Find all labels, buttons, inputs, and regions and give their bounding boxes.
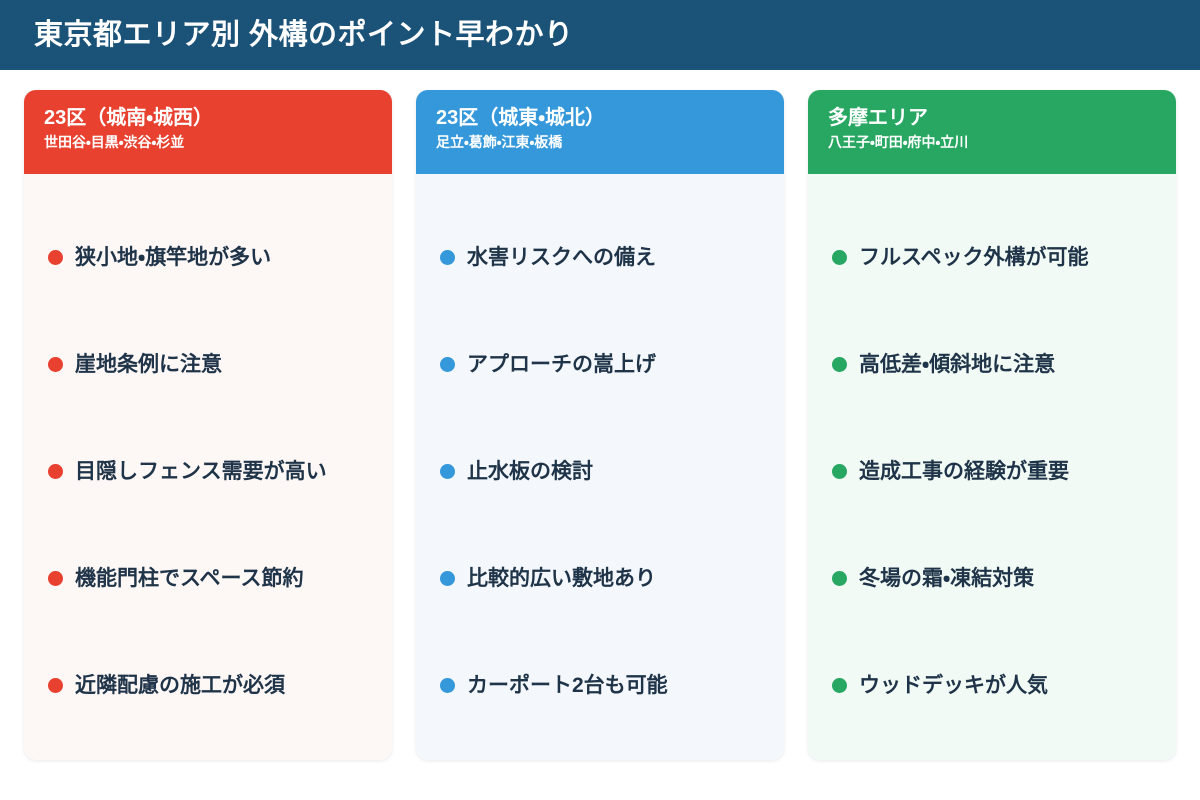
page-header: 東京都エリア別 外構のポイント早わかり bbox=[0, 0, 1200, 70]
bullet-dot-icon bbox=[440, 571, 455, 586]
bullet-dot-icon bbox=[48, 464, 63, 479]
bullet-dot-icon bbox=[48, 678, 63, 693]
list-item-label: カーポート2台も可能 bbox=[467, 673, 668, 697]
list-item: 冬場の霜・凍結対策 bbox=[826, 525, 1158, 632]
page-title: 東京都エリア別 外構のポイント早わかり bbox=[34, 18, 574, 51]
bullet-dot-icon bbox=[48, 357, 63, 372]
card-subtitle: 足立・葛飾・江東・板橋 bbox=[436, 134, 563, 150]
bullet-dot-icon bbox=[832, 464, 847, 479]
list-item-label: フルスペック外構が可能 bbox=[859, 245, 1089, 269]
card-subtitle: 八王子・町田・府中・立川 bbox=[828, 134, 969, 150]
card-title: 23区（城東・城北） bbox=[436, 107, 606, 129]
list-item: 止水板の検討 bbox=[434, 418, 766, 525]
bullet-dot-icon bbox=[48, 571, 63, 586]
list-item-label: 近隣配慮の施工が必須 bbox=[75, 673, 285, 697]
point-list: フルスペック外構が可能 高低差・傾斜地に注意 造成工事の経験が重要 冬場の霜・凍… bbox=[826, 204, 1158, 739]
list-item-label: 水害リスクへの備え bbox=[467, 245, 656, 269]
list-item: フルスペック外構が可能 bbox=[826, 204, 1158, 311]
card-title: 23区（城南・城西） bbox=[44, 107, 214, 129]
card-body: 狭小地・旗竿地が多い 崖地条例に注意 目隠しフェンス需要が高い 機能門柱でスペー… bbox=[24, 174, 392, 760]
area-card-grid: 23区（城南・城西） 世田谷・目黒・渋谷・杉並 狭小地・旗竿地が多い 崖地条例に… bbox=[0, 70, 1200, 800]
card-body: フルスペック外構が可能 高低差・傾斜地に注意 造成工事の経験が重要 冬場の霜・凍… bbox=[808, 174, 1176, 760]
card-body: 水害リスクへの備え アプローチの嵩上げ 止水板の検討 比較的広い敷地あり カーポ… bbox=[416, 174, 784, 760]
card-header: 23区（城東・城北） 足立・葛飾・江東・板橋 bbox=[416, 90, 784, 174]
area-card-tokyo-23-south-west: 23区（城南・城西） 世田谷・目黒・渋谷・杉並 狭小地・旗竿地が多い 崖地条例に… bbox=[24, 90, 392, 760]
bullet-dot-icon bbox=[440, 464, 455, 479]
bullet-dot-icon bbox=[832, 250, 847, 265]
list-item: 機能門柱でスペース節約 bbox=[42, 525, 374, 632]
list-item: 崖地条例に注意 bbox=[42, 311, 374, 418]
list-item: 目隠しフェンス需要が高い bbox=[42, 418, 374, 525]
list-item: 水害リスクへの備え bbox=[434, 204, 766, 311]
bullet-dot-icon bbox=[440, 678, 455, 693]
list-item-label: 機能門柱でスペース節約 bbox=[75, 566, 304, 590]
card-header: 23区（城南・城西） 世田谷・目黒・渋谷・杉並 bbox=[24, 90, 392, 174]
point-list: 狭小地・旗竿地が多い 崖地条例に注意 目隠しフェンス需要が高い 機能門柱でスペー… bbox=[42, 204, 374, 739]
list-item: 高低差・傾斜地に注意 bbox=[826, 311, 1158, 418]
bullet-dot-icon bbox=[832, 571, 847, 586]
area-card-tama: 多摩エリア 八王子・町田・府中・立川 フルスペック外構が可能 高低差・傾斜地に注… bbox=[808, 90, 1176, 760]
list-item-label: 止水板の検討 bbox=[467, 459, 593, 483]
list-item-label: 崖地条例に注意 bbox=[75, 352, 222, 376]
area-card-tokyo-23-east-north: 23区（城東・城北） 足立・葛飾・江東・板橋 水害リスクへの備え アプローチの嵩… bbox=[416, 90, 784, 760]
list-item-label: 冬場の霜・凍結対策 bbox=[859, 566, 1035, 590]
list-item-label: 造成工事の経験が重要 bbox=[859, 459, 1069, 483]
bullet-dot-icon bbox=[440, 250, 455, 265]
card-title: 多摩エリア bbox=[828, 107, 928, 129]
bullet-dot-icon bbox=[832, 678, 847, 693]
list-item: 近隣配慮の施工が必須 bbox=[42, 632, 374, 739]
list-item-label: 狭小地・旗竿地が多い bbox=[75, 245, 272, 269]
list-item-label: 高低差・傾斜地に注意 bbox=[859, 352, 1056, 376]
list-item-label: 比較的広い敷地あり bbox=[467, 566, 656, 590]
list-item: アプローチの嵩上げ bbox=[434, 311, 766, 418]
bullet-dot-icon bbox=[440, 357, 455, 372]
card-subtitle: 世田谷・目黒・渋谷・杉並 bbox=[44, 134, 185, 150]
bullet-dot-icon bbox=[48, 250, 63, 265]
list-item-label: 目隠しフェンス需要が高い bbox=[75, 459, 327, 483]
list-item: 比較的広い敷地あり bbox=[434, 525, 766, 632]
point-list: 水害リスクへの備え アプローチの嵩上げ 止水板の検討 比較的広い敷地あり カーポ… bbox=[434, 204, 766, 739]
bullet-dot-icon bbox=[832, 357, 847, 372]
list-item: 造成工事の経験が重要 bbox=[826, 418, 1158, 525]
list-item-label: ウッドデッキが人気 bbox=[859, 673, 1048, 697]
card-header: 多摩エリア 八王子・町田・府中・立川 bbox=[808, 90, 1176, 174]
list-item: ウッドデッキが人気 bbox=[826, 632, 1158, 739]
list-item: カーポート2台も可能 bbox=[434, 632, 766, 739]
list-item: 狭小地・旗竿地が多い bbox=[42, 204, 374, 311]
list-item-label: アプローチの嵩上げ bbox=[467, 352, 656, 376]
